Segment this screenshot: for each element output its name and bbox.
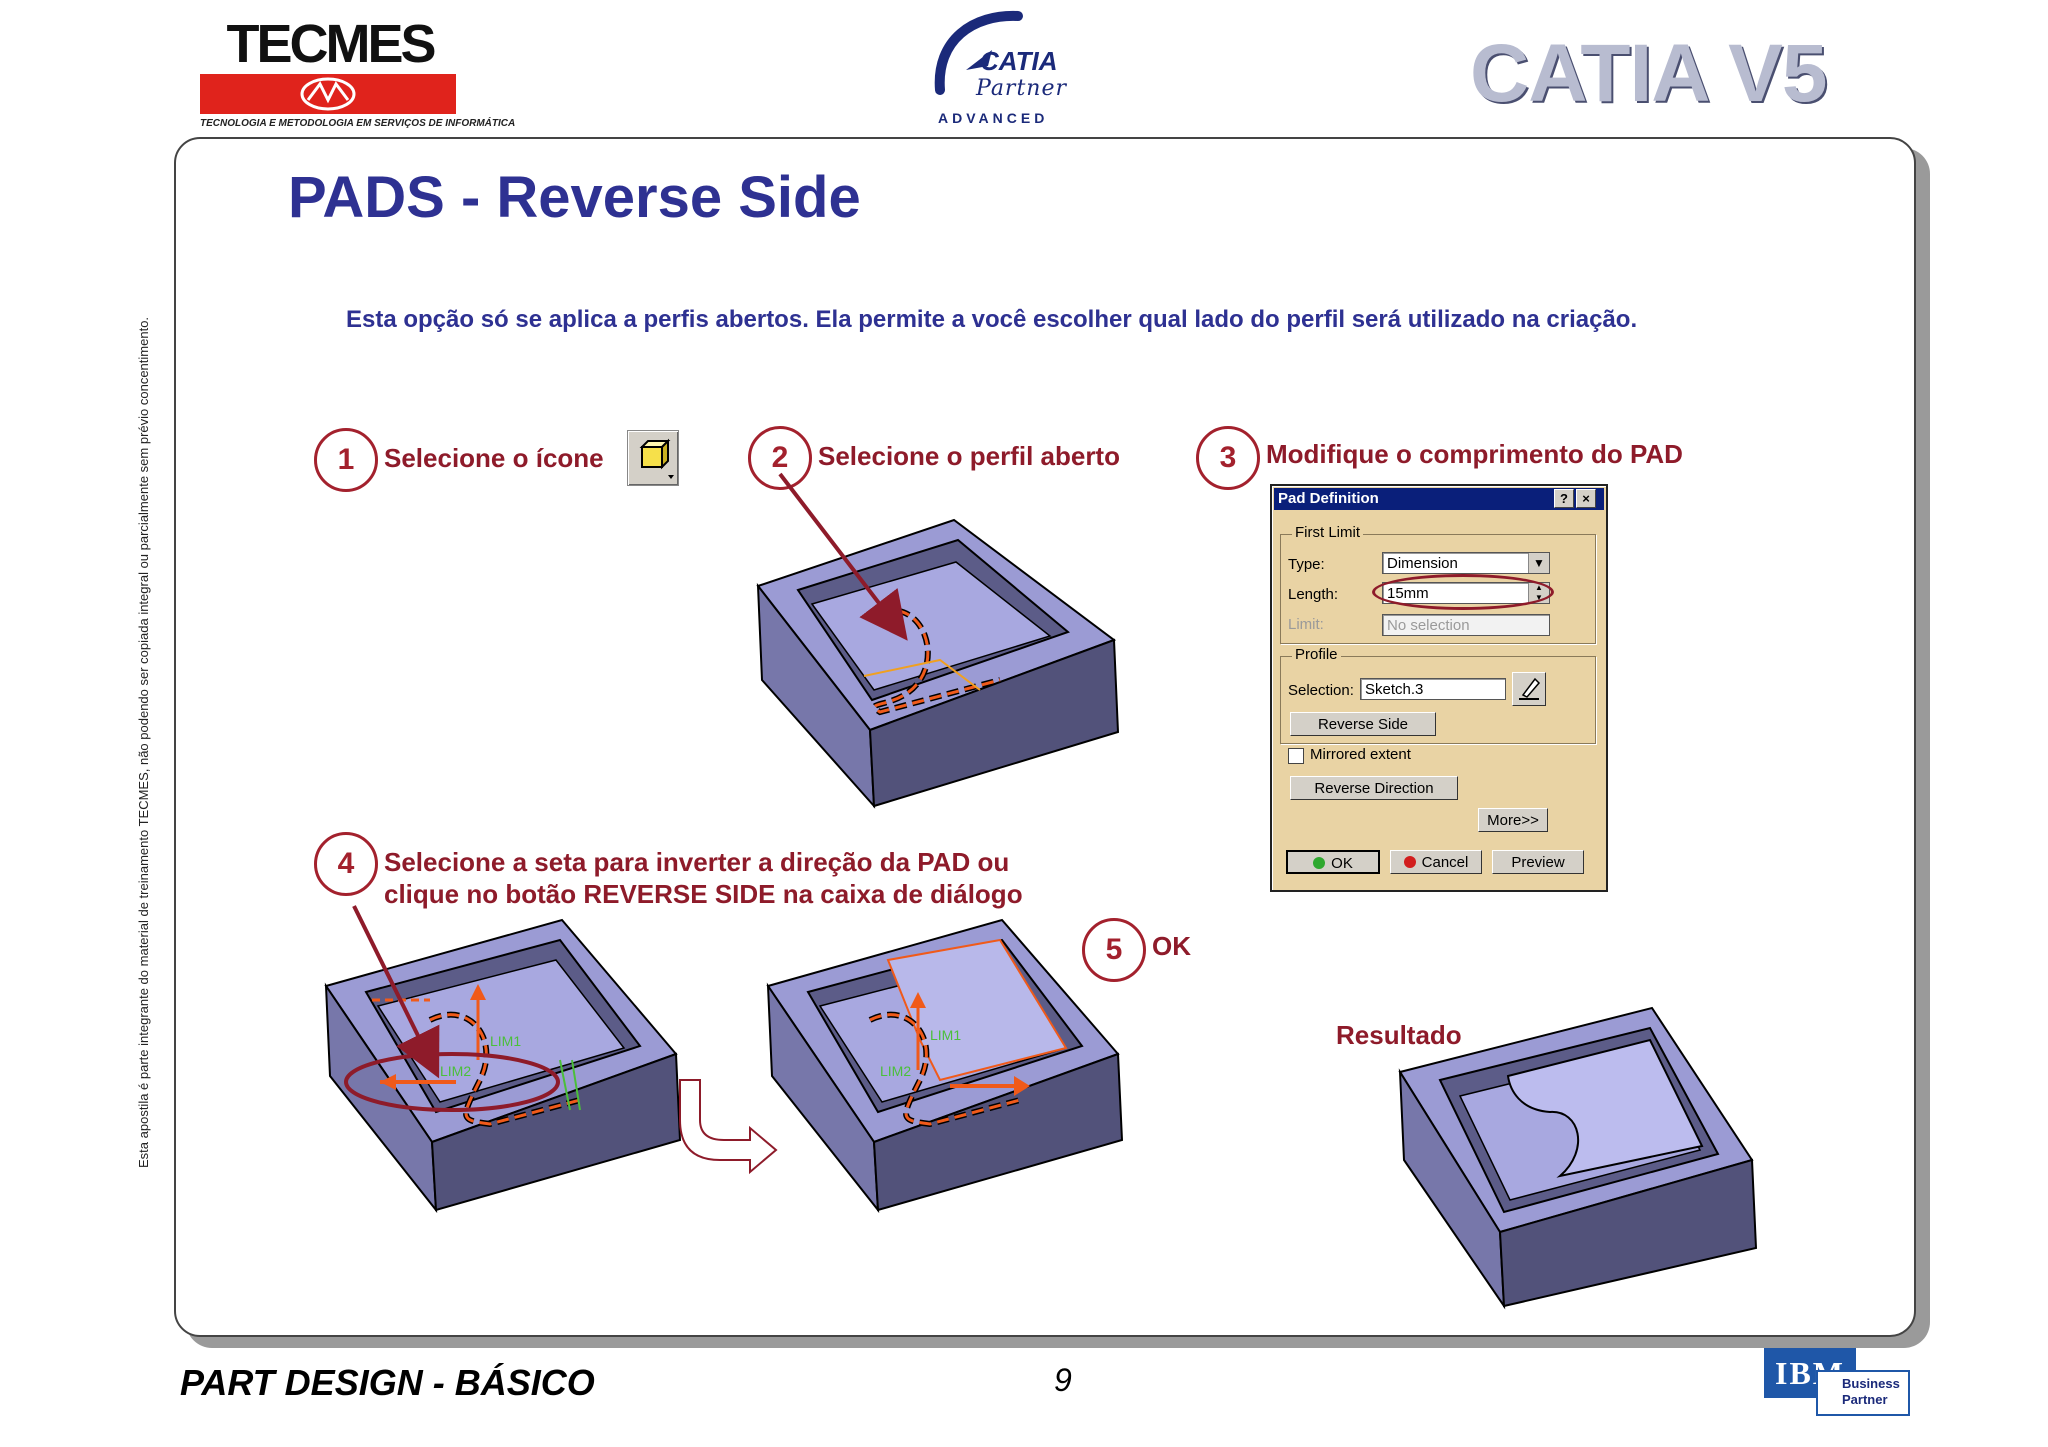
box-step4-left: LIM1 LIM2 <box>324 905 682 1214</box>
reverse-direction-button[interactable]: Reverse Direction <box>1290 776 1458 800</box>
step-3-text: Modifique o comprimento do PAD <box>1266 439 1683 469</box>
mirrored-extent-checkbox[interactable] <box>1288 748 1304 764</box>
pad-definition-dialog: Pad Definition ? × First Limit Type: Dim… <box>1270 484 1608 892</box>
catia-partner-word: Partner <box>976 76 1067 101</box>
limit-field: No selection <box>1382 614 1550 636</box>
step-4-text-line1: Selecione a seta para inverter a direção… <box>384 847 1010 877</box>
step-3-number: 3 <box>1196 426 1260 490</box>
lim2-label-b: LIM2 <box>880 1063 911 1079</box>
type-label: Type: <box>1288 556 1325 573</box>
lim1-label-a: LIM1 <box>490 1033 521 1049</box>
tecmes-band <box>200 74 456 114</box>
step-2-text: Selecione o perfil aberto <box>818 441 1120 471</box>
box-step2 <box>756 472 1120 809</box>
slide-title: PADS - Reverse Side <box>288 165 861 230</box>
catia-partner-level: ADVANCED <box>938 110 1049 126</box>
length-label: Length: <box>1288 586 1339 603</box>
slide-intro: Esta opção só se aplica a perfis abertos… <box>346 306 1638 333</box>
first-limit-group <box>1280 534 1596 644</box>
preview-button[interactable]: Preview <box>1492 850 1584 874</box>
course-title: PART DESIGN - BÁSICO <box>180 1362 595 1403</box>
ibm-business-partner-logo: IBM Business Partner <box>1764 1348 1914 1418</box>
selection-label: Selection: <box>1288 682 1354 699</box>
selection-field[interactable]: Sketch.3 <box>1360 678 1506 700</box>
first-limit-legend: First Limit <box>1292 524 1363 541</box>
mirrored-extent-label: Mirrored extent <box>1310 746 1411 763</box>
cancel-button[interactable]: Cancel <box>1390 850 1482 874</box>
ok-button[interactable]: OK <box>1286 850 1380 874</box>
ibm-business-partner-box: Business Partner <box>1816 1370 1910 1416</box>
catia-partner-name: CATIA <box>980 46 1058 76</box>
catia-swoosh-icon <box>934 10 1023 95</box>
pad-icon <box>639 438 674 479</box>
step-1-number: 1 <box>314 428 378 492</box>
step-4-number: 4 <box>314 832 378 896</box>
dialog-titlebar: Pad Definition <box>1274 488 1604 510</box>
cancel-red-icon <box>1403 856 1416 868</box>
profile-group <box>1280 656 1596 744</box>
tecmes-wordmark: TECMES <box>226 14 436 74</box>
ibm-partner-text: Partner <box>1842 1392 1888 1407</box>
box-step4-right: LIM1 LIM2 <box>766 918 1124 1214</box>
more-button[interactable]: More>> <box>1478 808 1548 832</box>
ibm-business-text: Business <box>1842 1376 1900 1391</box>
box-result <box>1398 1006 1758 1310</box>
step-1-text: Selecione o ícone <box>384 443 604 473</box>
limit-label: Limit: <box>1288 616 1324 633</box>
help-button[interactable]: ? <box>1554 489 1574 508</box>
step-2-number: 2 <box>748 426 812 490</box>
result-label: Resultado <box>1336 1020 1462 1050</box>
transition-arrow-icon <box>679 1079 778 1175</box>
sketch-button[interactable] <box>1512 672 1546 706</box>
lim2-label-a: LIM2 <box>440 1063 471 1079</box>
type-dropdown[interactable]: Dimension ▼ <box>1382 552 1550 574</box>
ok-label: OK <box>1331 855 1353 872</box>
close-button[interactable]: × <box>1576 489 1596 508</box>
type-value: Dimension <box>1387 555 1458 572</box>
catia-partner-logo: CATIA Partner ADVANCED <box>918 10 1088 130</box>
step-4-text-line2: clique no botão REVERSE SIDE na caixa de… <box>384 879 1023 909</box>
select-arrow-step2 <box>778 472 908 641</box>
tecmes-tagline: TECNOLOGIA E METODOLOGIA EM SERVIÇOS DE … <box>200 118 516 129</box>
ok-green-icon <box>1313 857 1326 869</box>
profile-legend: Profile <box>1292 646 1341 663</box>
chevron-down-icon[interactable]: ▼ <box>1528 553 1549 573</box>
pad-tool-icon[interactable] <box>627 430 679 486</box>
cancel-label: Cancel <box>1421 854 1469 871</box>
dialog-title: Pad Definition <box>1278 490 1379 507</box>
tecmes-logo: TECMES TECNOLOGIA E METODOLOGIA EM SERVI… <box>200 14 515 129</box>
reverse-side-button[interactable]: Reverse Side <box>1290 712 1436 736</box>
catia-v5-logo: CATIA V5 <box>1470 28 1827 119</box>
select-arrow-step4 <box>352 905 440 1079</box>
step-5-number: 5 <box>1082 918 1146 982</box>
sketch-pencil-icon <box>1519 677 1541 700</box>
step-5-text: OK <box>1152 931 1191 961</box>
tecmes-emblem-icon <box>300 77 356 111</box>
page-number: 9 <box>1054 1362 1072 1398</box>
length-highlight-ellipse <box>1372 574 1554 610</box>
lim1-label-b: LIM1 <box>930 1027 961 1043</box>
